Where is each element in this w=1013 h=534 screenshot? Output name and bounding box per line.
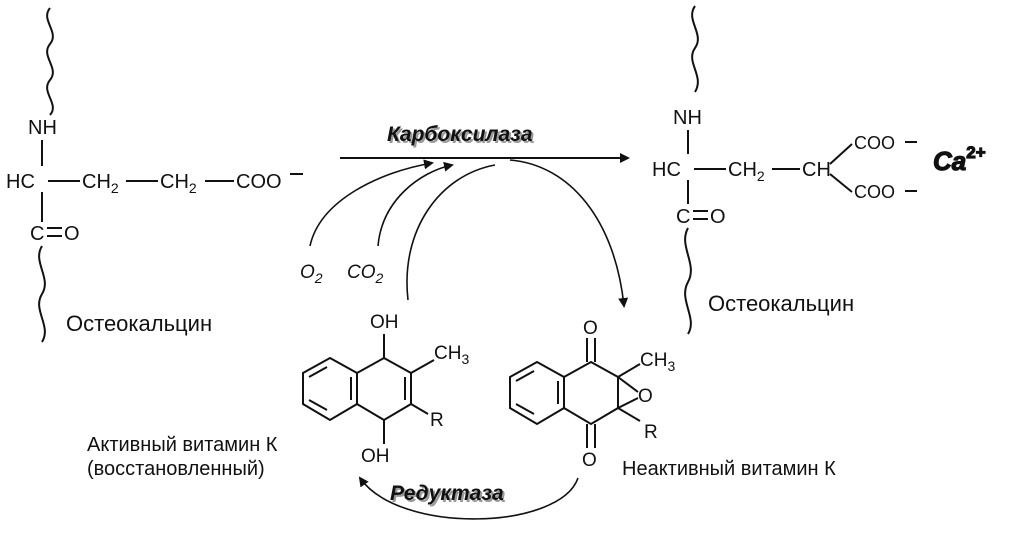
inactive-benzene-inner-2 <box>515 403 535 415</box>
active-bond-ch3 <box>410 359 435 374</box>
left-chain-wavy-top <box>46 7 54 116</box>
active-vitamin-caption-line2: (восстановленный) <box>87 458 265 480</box>
right-c-label: C <box>676 206 690 228</box>
left-c-label: C <box>30 223 44 245</box>
right-bond-ch-coo-bottom <box>829 173 853 193</box>
inactive-benzene-inner-1 <box>515 370 535 382</box>
right-ch2-label: CH2 <box>728 159 765 184</box>
inactive-epoxide-bond-top <box>617 376 639 393</box>
o2-input-arrow <box>309 159 434 247</box>
active-bond-r <box>410 403 429 415</box>
left-ch2-b-label: CH2 <box>160 171 197 196</box>
inactive-bond-ch3 <box>617 363 641 378</box>
left-coo-label: COO <box>236 171 282 193</box>
right-hc-label: HC <box>652 159 681 181</box>
reductase-label: Редуктаза <box>390 482 504 505</box>
active-benzene-inner-1 <box>308 366 328 378</box>
inactive-ch3-label: CH3 <box>640 350 675 374</box>
reductase-reaction: Редуктаза Редуктаза <box>358 476 579 520</box>
active-vitamin-k: OH CH3 R OH Активный витамин К (восстано… <box>87 312 469 480</box>
right-chain-wavy-bottom <box>684 227 692 335</box>
carboxylase-reaction: Карбоксилаза Карбоксилаза O2 CO2 <box>300 123 630 308</box>
vitamin-k-input-curve <box>406 164 496 301</box>
right-chain-wavy-top <box>691 5 699 93</box>
inactive-epoxide-o-label: O <box>638 386 653 407</box>
reduction-arrow <box>358 476 579 520</box>
reductase-label-shadow: Редуктаза <box>392 484 506 507</box>
left-osteocalcin: NH HC CH2 CH2 COO C O Остеокальцин <box>6 7 303 343</box>
left-nh-label: NH <box>28 117 57 139</box>
inactive-second-ring <box>563 360 619 426</box>
left-osteocalcin-caption: Остеокальцин <box>66 311 212 336</box>
o2-label: O2 <box>300 262 323 286</box>
active-benzene-ring <box>302 356 358 422</box>
right-osteocalcin-caption: Остеокальцин <box>708 291 854 316</box>
inactive-bond-r <box>617 407 641 422</box>
active-oh-bottom-label: OH <box>361 446 390 467</box>
active-benzene-inner-2 <box>308 399 328 411</box>
epoxide-output-arrow <box>509 159 629 308</box>
left-hc-label: HC <box>6 171 35 193</box>
left-chain-wavy-bottom <box>38 245 46 343</box>
carboxylase-label: Карбоксилаза <box>387 123 533 146</box>
right-bond-ch-coo-top <box>829 143 853 165</box>
inactive-epoxide-bond-bottom <box>617 397 639 409</box>
carboxylase-label-shadow: Карбоксилаза <box>389 125 535 148</box>
inactive-r-label: R <box>644 422 658 443</box>
right-o-label: O <box>710 206 726 228</box>
co2-label: CO2 <box>347 262 384 286</box>
active-second-ring <box>356 356 412 422</box>
active-vitamin-caption-line1: Активный витамин К <box>87 434 278 456</box>
right-ch-label: CH <box>802 159 831 181</box>
inactive-vitamin-caption: Неактивный витамин К <box>622 458 836 480</box>
inactive-vitamin-k: O O O CH3 R Неактивный витамин К <box>509 318 836 480</box>
right-osteocalcin: NH HC CH2 CH COO COO C O Остеокальцин Ca… <box>652 5 986 335</box>
calcium-ion-label: Ca2+ <box>933 143 986 176</box>
active-ch3-label: CH3 <box>434 343 469 367</box>
left-ch2-a-label: CH2 <box>82 171 119 196</box>
inactive-o-top-label: O <box>583 318 598 339</box>
right-coo-bottom-label: COO <box>854 182 895 202</box>
active-r-label: R <box>430 410 444 431</box>
inactive-benzene-ring <box>509 360 565 426</box>
right-coo-top-label: COO <box>854 133 895 153</box>
left-o-label: O <box>64 223 80 245</box>
right-nh-label: NH <box>673 107 702 129</box>
active-oh-top-label: OH <box>370 312 399 333</box>
co2-input-arrow <box>377 161 454 247</box>
inactive-o-bottom-label: O <box>582 450 597 471</box>
